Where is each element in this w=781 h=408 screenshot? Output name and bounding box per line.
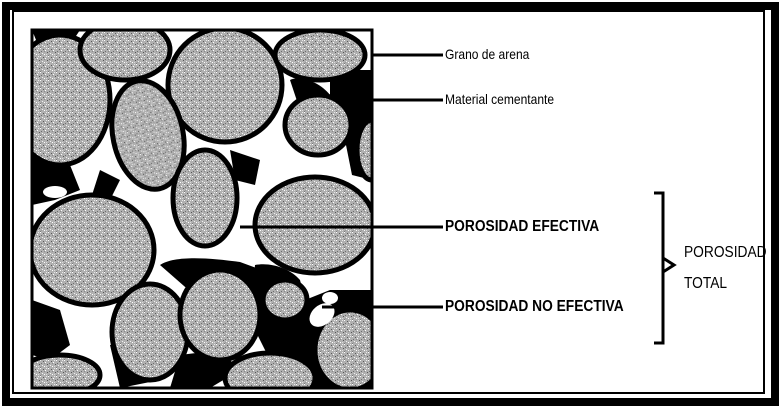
effective-porosity-label: POROSIDAD EFECTIVA (445, 218, 599, 236)
total-porosity-bracket (654, 193, 674, 343)
cement-label: Material cementante (445, 91, 554, 107)
total-porosity-label-line2: TOTAL (684, 275, 727, 293)
total-porosity-label-line1: POROSIDAD (684, 244, 767, 262)
non-effective-porosity-label: POROSIDAD NO EFECTIVA (445, 298, 624, 316)
rock-sample (10, 20, 387, 403)
grain-label: Grano de arena (445, 46, 529, 62)
